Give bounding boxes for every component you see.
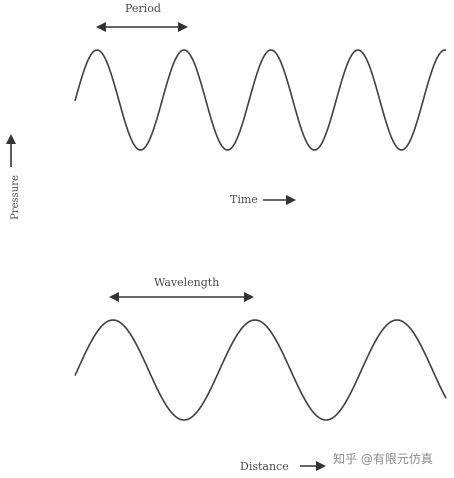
wavelength-arrow bbox=[109, 292, 254, 302]
pressure-arrow bbox=[6, 134, 16, 167]
distance-label: Distance bbox=[240, 460, 289, 473]
period-label: Period bbox=[125, 2, 161, 15]
pressure-time-wave bbox=[74, 49, 447, 151]
pressure-label: Pressure bbox=[9, 175, 21, 220]
watermark-text: 知乎 @有限元仿真 bbox=[333, 452, 433, 466]
time-label: Time bbox=[230, 193, 258, 206]
distance-arrow bbox=[300, 461, 326, 471]
wavelength-label: Wavelength bbox=[154, 276, 220, 289]
pressure-distance-wave bbox=[74, 319, 447, 421]
period-arrow bbox=[96, 22, 188, 32]
time-arrow bbox=[263, 195, 296, 205]
